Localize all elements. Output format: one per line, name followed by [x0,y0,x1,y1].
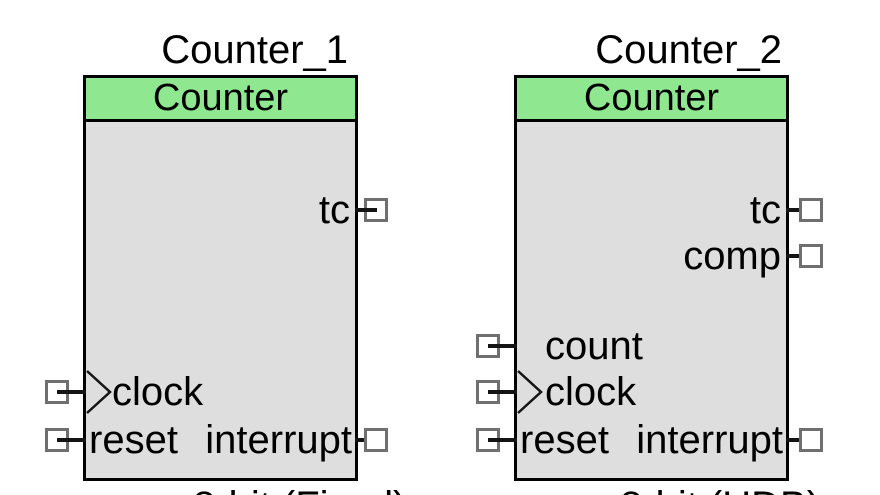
pin-label-reset: reset [520,418,609,462]
component-counter-1[interactable]: Counter [83,75,358,481]
clock-chevron-icon [86,370,112,414]
component-counter-2[interactable]: Counter [514,75,789,481]
pin-label-interrupt: interrupt [205,418,352,462]
pin-label-tc: tc [749,188,781,232]
clock-chevron-icon [517,370,543,414]
pin-wire-stub [57,390,86,394]
pin-label-tc: tc [318,188,350,232]
pin-label-count: count [545,324,643,368]
instance-name-counter-2[interactable]: Counter_2 [595,28,782,72]
pin-label-clock: clock [545,370,637,414]
terminal-interrupt[interactable] [364,428,388,452]
component-caption: 8-bit (UDB) [620,484,820,495]
pin-wire-stub [488,438,517,442]
pin-label-comp: comp [683,234,781,278]
pin-wire-stub [786,254,808,258]
component-caption: 8-bit (Fixed) [193,484,406,495]
pin-wire-stub [786,208,808,212]
terminal-tc[interactable] [799,198,823,222]
pin-wire-stub [488,344,517,348]
pin-label-reset: reset [89,418,178,462]
pin-wire-stub [355,208,377,212]
component-header[interactable]: Counter [86,77,355,122]
pin-label-interrupt: interrupt [636,418,783,462]
pin-wire-stub [488,390,517,394]
component-header[interactable]: Counter [517,77,786,122]
pin-label-clock: clock [112,370,204,414]
instance-name-counter-1[interactable]: Counter_1 [161,28,348,72]
component-type-label: Counter [583,77,720,119]
pin-wire-stub [57,438,86,442]
pin-wire-stub [786,438,808,442]
terminal-comp[interactable] [799,244,823,268]
terminal-interrupt[interactable] [799,428,823,452]
component-type-label: Counter [152,77,289,119]
